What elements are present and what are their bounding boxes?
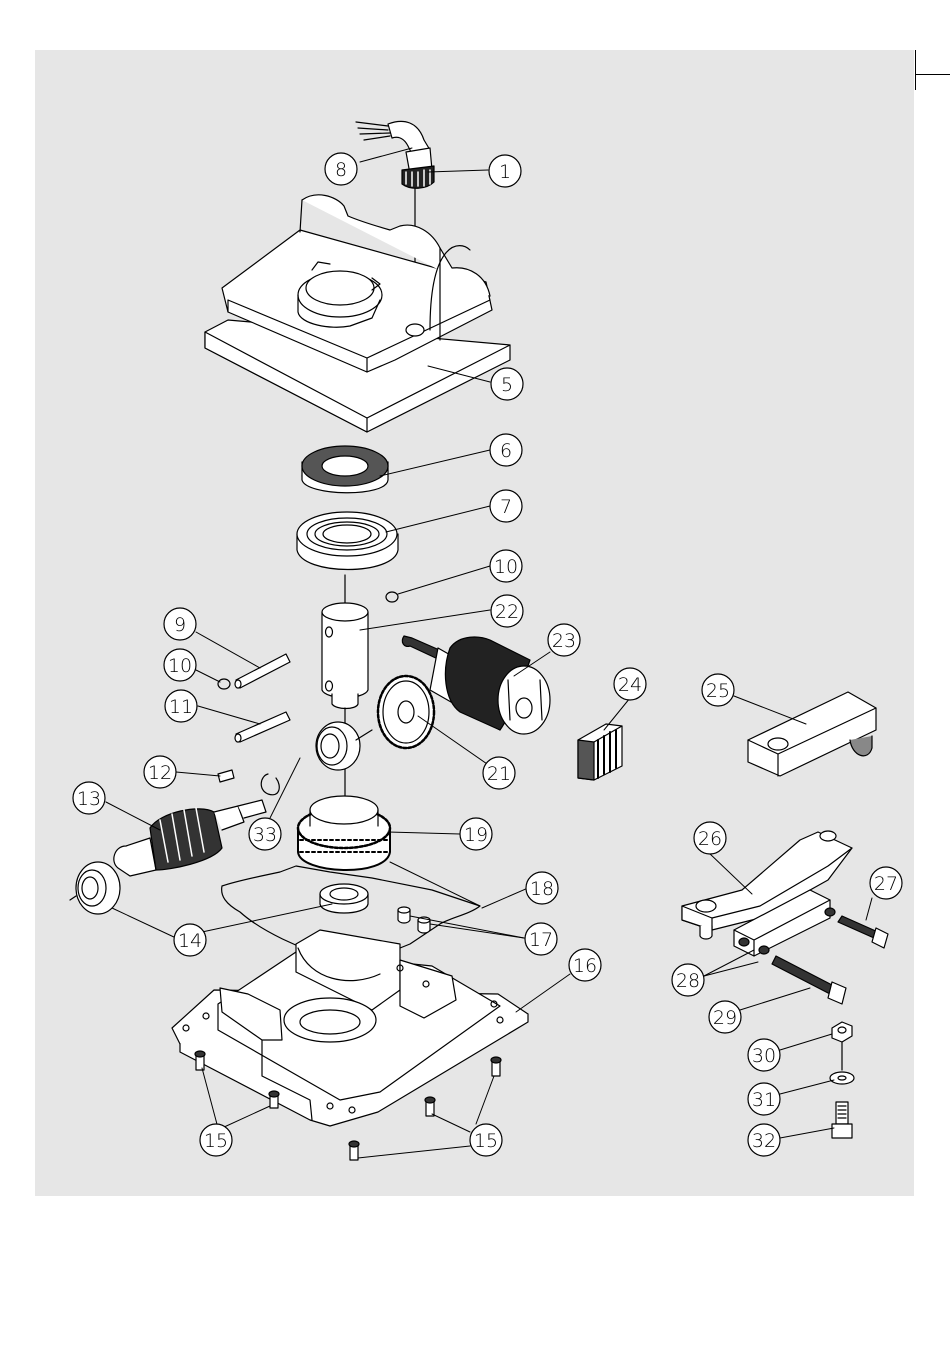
callout-number: 16 xyxy=(573,955,597,977)
base-housing-part xyxy=(172,930,528,1126)
ball-bearing-large-part xyxy=(297,512,398,570)
washer-part xyxy=(830,1072,854,1084)
callout-number: 8 xyxy=(335,159,347,181)
callout-number: 1 xyxy=(499,161,511,183)
cable-gland-part xyxy=(356,121,434,188)
callout-number: 14 xyxy=(178,930,202,952)
callout-c23: 23 xyxy=(548,624,580,656)
callout-c8: 8 xyxy=(325,153,357,185)
callout-c28: 28 xyxy=(672,964,704,996)
callout-number: 30 xyxy=(752,1045,776,1067)
callout-c25: 25 xyxy=(702,674,734,706)
arm-bracket-part xyxy=(748,692,876,776)
callout-number: 10 xyxy=(168,655,192,677)
ball-bearing-base-part xyxy=(320,884,368,913)
bolt-part-3 xyxy=(832,1102,852,1138)
worm-shaft-part xyxy=(114,800,266,876)
callout-c14: 14 xyxy=(174,924,206,956)
callout-c30: 30 xyxy=(748,1039,780,1071)
callout-c6: 6 xyxy=(490,434,522,466)
callout-number: 28 xyxy=(676,970,700,992)
callout-number: 26 xyxy=(698,828,722,850)
pin-part-2 xyxy=(235,712,290,742)
callout-number: 29 xyxy=(713,1007,737,1029)
callout-number: 31 xyxy=(752,1089,776,1111)
callout-number: 32 xyxy=(752,1130,776,1152)
nut-part xyxy=(832,1022,852,1042)
callout-number: 11 xyxy=(169,696,193,718)
callout-c10a: 10 xyxy=(490,550,522,582)
callout-number: 15 xyxy=(204,1130,228,1152)
callout-c7: 7 xyxy=(490,490,522,522)
callout-number: 6 xyxy=(500,440,512,462)
pad-part xyxy=(578,724,622,780)
callout-c32: 32 xyxy=(748,1124,780,1156)
callout-number: 23 xyxy=(552,630,576,652)
callout-number: 7 xyxy=(500,496,512,518)
callout-number: 9 xyxy=(174,614,186,636)
bolt-part xyxy=(838,916,888,948)
callout-c10b: 10 xyxy=(164,649,196,681)
callout-c31: 31 xyxy=(748,1083,780,1115)
callout-number: 12 xyxy=(148,762,172,784)
callout-number: 22 xyxy=(495,601,519,623)
callout-c12: 12 xyxy=(144,756,176,788)
callout-c5: 5 xyxy=(491,368,523,400)
thrust-bearing-part xyxy=(302,446,388,493)
callout-c15b: 15 xyxy=(470,1124,502,1156)
callout-c18: 18 xyxy=(526,872,558,904)
callout-number: 13 xyxy=(77,788,101,810)
callout-number: 18 xyxy=(530,878,554,900)
callout-c1: 1 xyxy=(489,155,521,187)
callout-number: 15 xyxy=(474,1130,498,1152)
callout-c24: 24 xyxy=(614,668,646,700)
callout-number: 21 xyxy=(487,763,511,785)
callout-c27: 27 xyxy=(870,867,902,899)
callout-number: 24 xyxy=(618,674,642,696)
output-shaft-part xyxy=(322,603,368,709)
callout-number: 17 xyxy=(529,929,553,951)
callout-c17: 17 xyxy=(525,923,557,955)
callout-number: 10 xyxy=(494,556,518,578)
callout-c16: 16 xyxy=(569,949,601,981)
callout-c9: 9 xyxy=(164,608,196,640)
worm-wheel-part xyxy=(298,796,390,870)
circlip-part xyxy=(261,774,279,795)
callout-number: 19 xyxy=(464,824,488,846)
housing-cover-part xyxy=(205,195,510,432)
o-ring-part-2 xyxy=(218,679,230,689)
ball-bearing-end-part xyxy=(70,862,120,914)
callout-number: 33 xyxy=(253,824,277,846)
callout-c13: 13 xyxy=(73,782,105,814)
spur-gear-part xyxy=(378,676,434,748)
o-ring-part xyxy=(386,592,398,602)
callout-c11: 11 xyxy=(165,690,197,722)
callout-c19: 19 xyxy=(460,818,492,850)
callout-number: 25 xyxy=(706,680,730,702)
callout-c26: 26 xyxy=(694,822,726,854)
callout-c33: 33 xyxy=(249,818,281,850)
ball-bearing-small-part xyxy=(316,722,372,770)
callout-c29: 29 xyxy=(709,1001,741,1033)
dowel-pins-part xyxy=(398,907,430,933)
callout-number: 5 xyxy=(501,374,513,396)
callout-c22: 22 xyxy=(491,595,523,627)
callout-c21: 21 xyxy=(483,757,515,789)
callout-c15a: 15 xyxy=(200,1124,232,1156)
callout-number: 27 xyxy=(874,873,898,895)
